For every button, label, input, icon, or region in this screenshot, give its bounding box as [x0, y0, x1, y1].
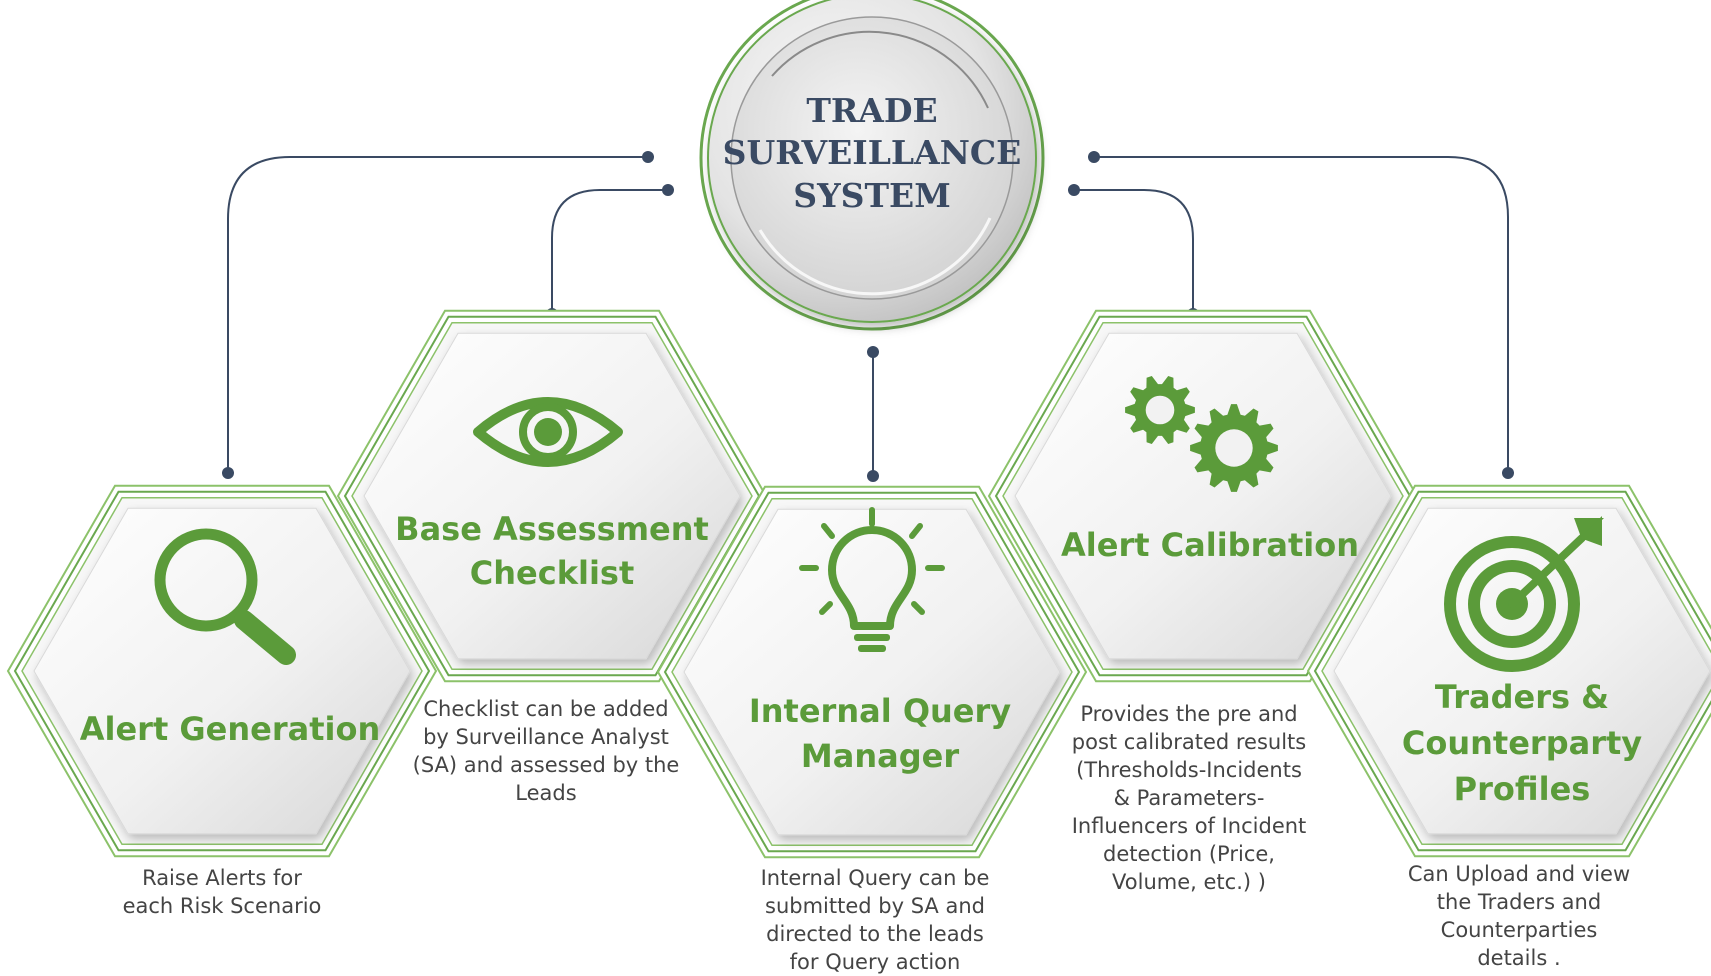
gears-icon	[1125, 376, 1278, 492]
node-description: Checklist can be added by Surveillance A…	[412, 697, 680, 805]
magnifier-icon	[154, 528, 296, 665]
node-description: Can Upload and view the Traders and Coun…	[1407, 862, 1631, 970]
connector-dot	[642, 151, 654, 163]
connector-line	[551, 189, 668, 314]
node-description: Provides the pre and post calibrated res…	[1071, 702, 1307, 894]
hub-circle: TRADE SURVEILLANCE SYSTEM	[699, 0, 1045, 331]
connector-dot	[1502, 467, 1514, 479]
connector-dot	[867, 346, 879, 358]
node-title-line: Alert Calibration	[1061, 526, 1359, 564]
node-alert-generation: Alert Generation	[6, 484, 438, 858]
lightbulb-icon	[799, 507, 945, 652]
node-title-line: Checklist	[470, 554, 635, 592]
node-title-line: Alert Generation	[80, 710, 381, 748]
connectors	[222, 151, 1514, 482]
connector-dot	[222, 467, 234, 479]
node-title-line: Traders &	[1435, 678, 1609, 716]
hub-title-line: SYSTEM	[793, 176, 950, 215]
node-title-line: Profiles	[1454, 770, 1591, 808]
node-title-line: Internal Query	[749, 692, 1011, 730]
node-title-line: Counterparty	[1402, 724, 1642, 762]
hub-title-line: SURVEILLANCE	[723, 133, 1022, 172]
connector-dot	[1088, 151, 1100, 163]
eye-icon	[473, 397, 623, 467]
connector-line	[227, 156, 648, 473]
connector-dot	[1068, 184, 1080, 196]
connector-line	[1094, 156, 1509, 473]
node-title-line: Base Assessment	[395, 510, 709, 548]
connector-dot	[662, 184, 674, 196]
hub-title-line: TRADE	[806, 91, 937, 130]
connector-line	[1074, 189, 1194, 314]
node-description: Raise Alerts for each Risk Scenario	[122, 866, 322, 918]
node-description: Internal Query can be submitted by SA an…	[760, 866, 990, 974]
node-title-line: Manager	[801, 737, 959, 775]
node-alert-calibration: Alert Calibration	[987, 309, 1419, 683]
connector-dot	[867, 470, 879, 482]
target-icon	[1444, 516, 1604, 672]
